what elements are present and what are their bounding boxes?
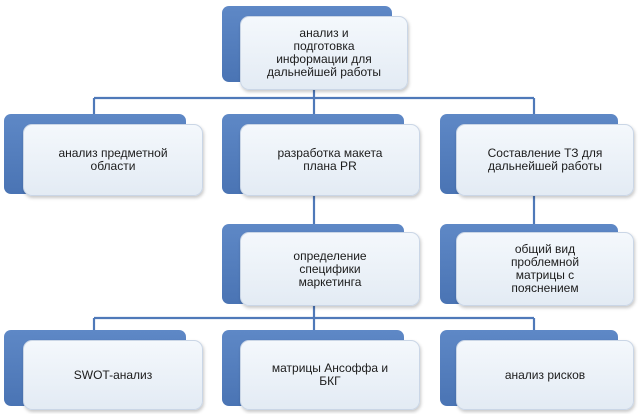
node-marketing-specifics-label: определение специфики маркетинга xyxy=(293,248,367,289)
node-subject-analysis-box: анализ предметной области xyxy=(23,124,203,196)
node-layout-development-label: разработка макета плана PR xyxy=(277,146,383,173)
node-subject-analysis-label: анализ предметной области xyxy=(58,146,168,173)
node-tz-compilation-label: Составление ТЗ для дальнейшей работы xyxy=(487,146,603,173)
node-risk-analysis-box: анализ рисков xyxy=(456,340,634,410)
node-root-label: анализ и подготовка информации для дальн… xyxy=(266,26,382,79)
node-root-box: анализ и подготовка информации для дальн… xyxy=(240,16,408,90)
node-tz-compilation-box: Составление ТЗ для дальнейшей работы xyxy=(456,124,634,196)
node-problem-matrix-label: общий вид проблемной матрицы с пояснение… xyxy=(510,242,580,295)
node-risk-analysis-label: анализ рисков xyxy=(504,367,586,382)
node-ansoff-bcg-label: матрицы Ансоффа и БКГ xyxy=(271,361,389,388)
node-marketing-specifics-box: определение специфики маркетинга xyxy=(240,232,420,306)
node-layout-development-box: разработка макета плана PR xyxy=(240,124,420,196)
node-swot-label: SWOT-анализ xyxy=(73,367,153,382)
node-problem-matrix-box: общий вид проблемной матрицы с пояснение… xyxy=(456,232,634,306)
node-swot-box: SWOT-анализ xyxy=(23,340,203,410)
node-ansoff-bcg-box: матрицы Ансоффа и БКГ xyxy=(240,340,420,410)
